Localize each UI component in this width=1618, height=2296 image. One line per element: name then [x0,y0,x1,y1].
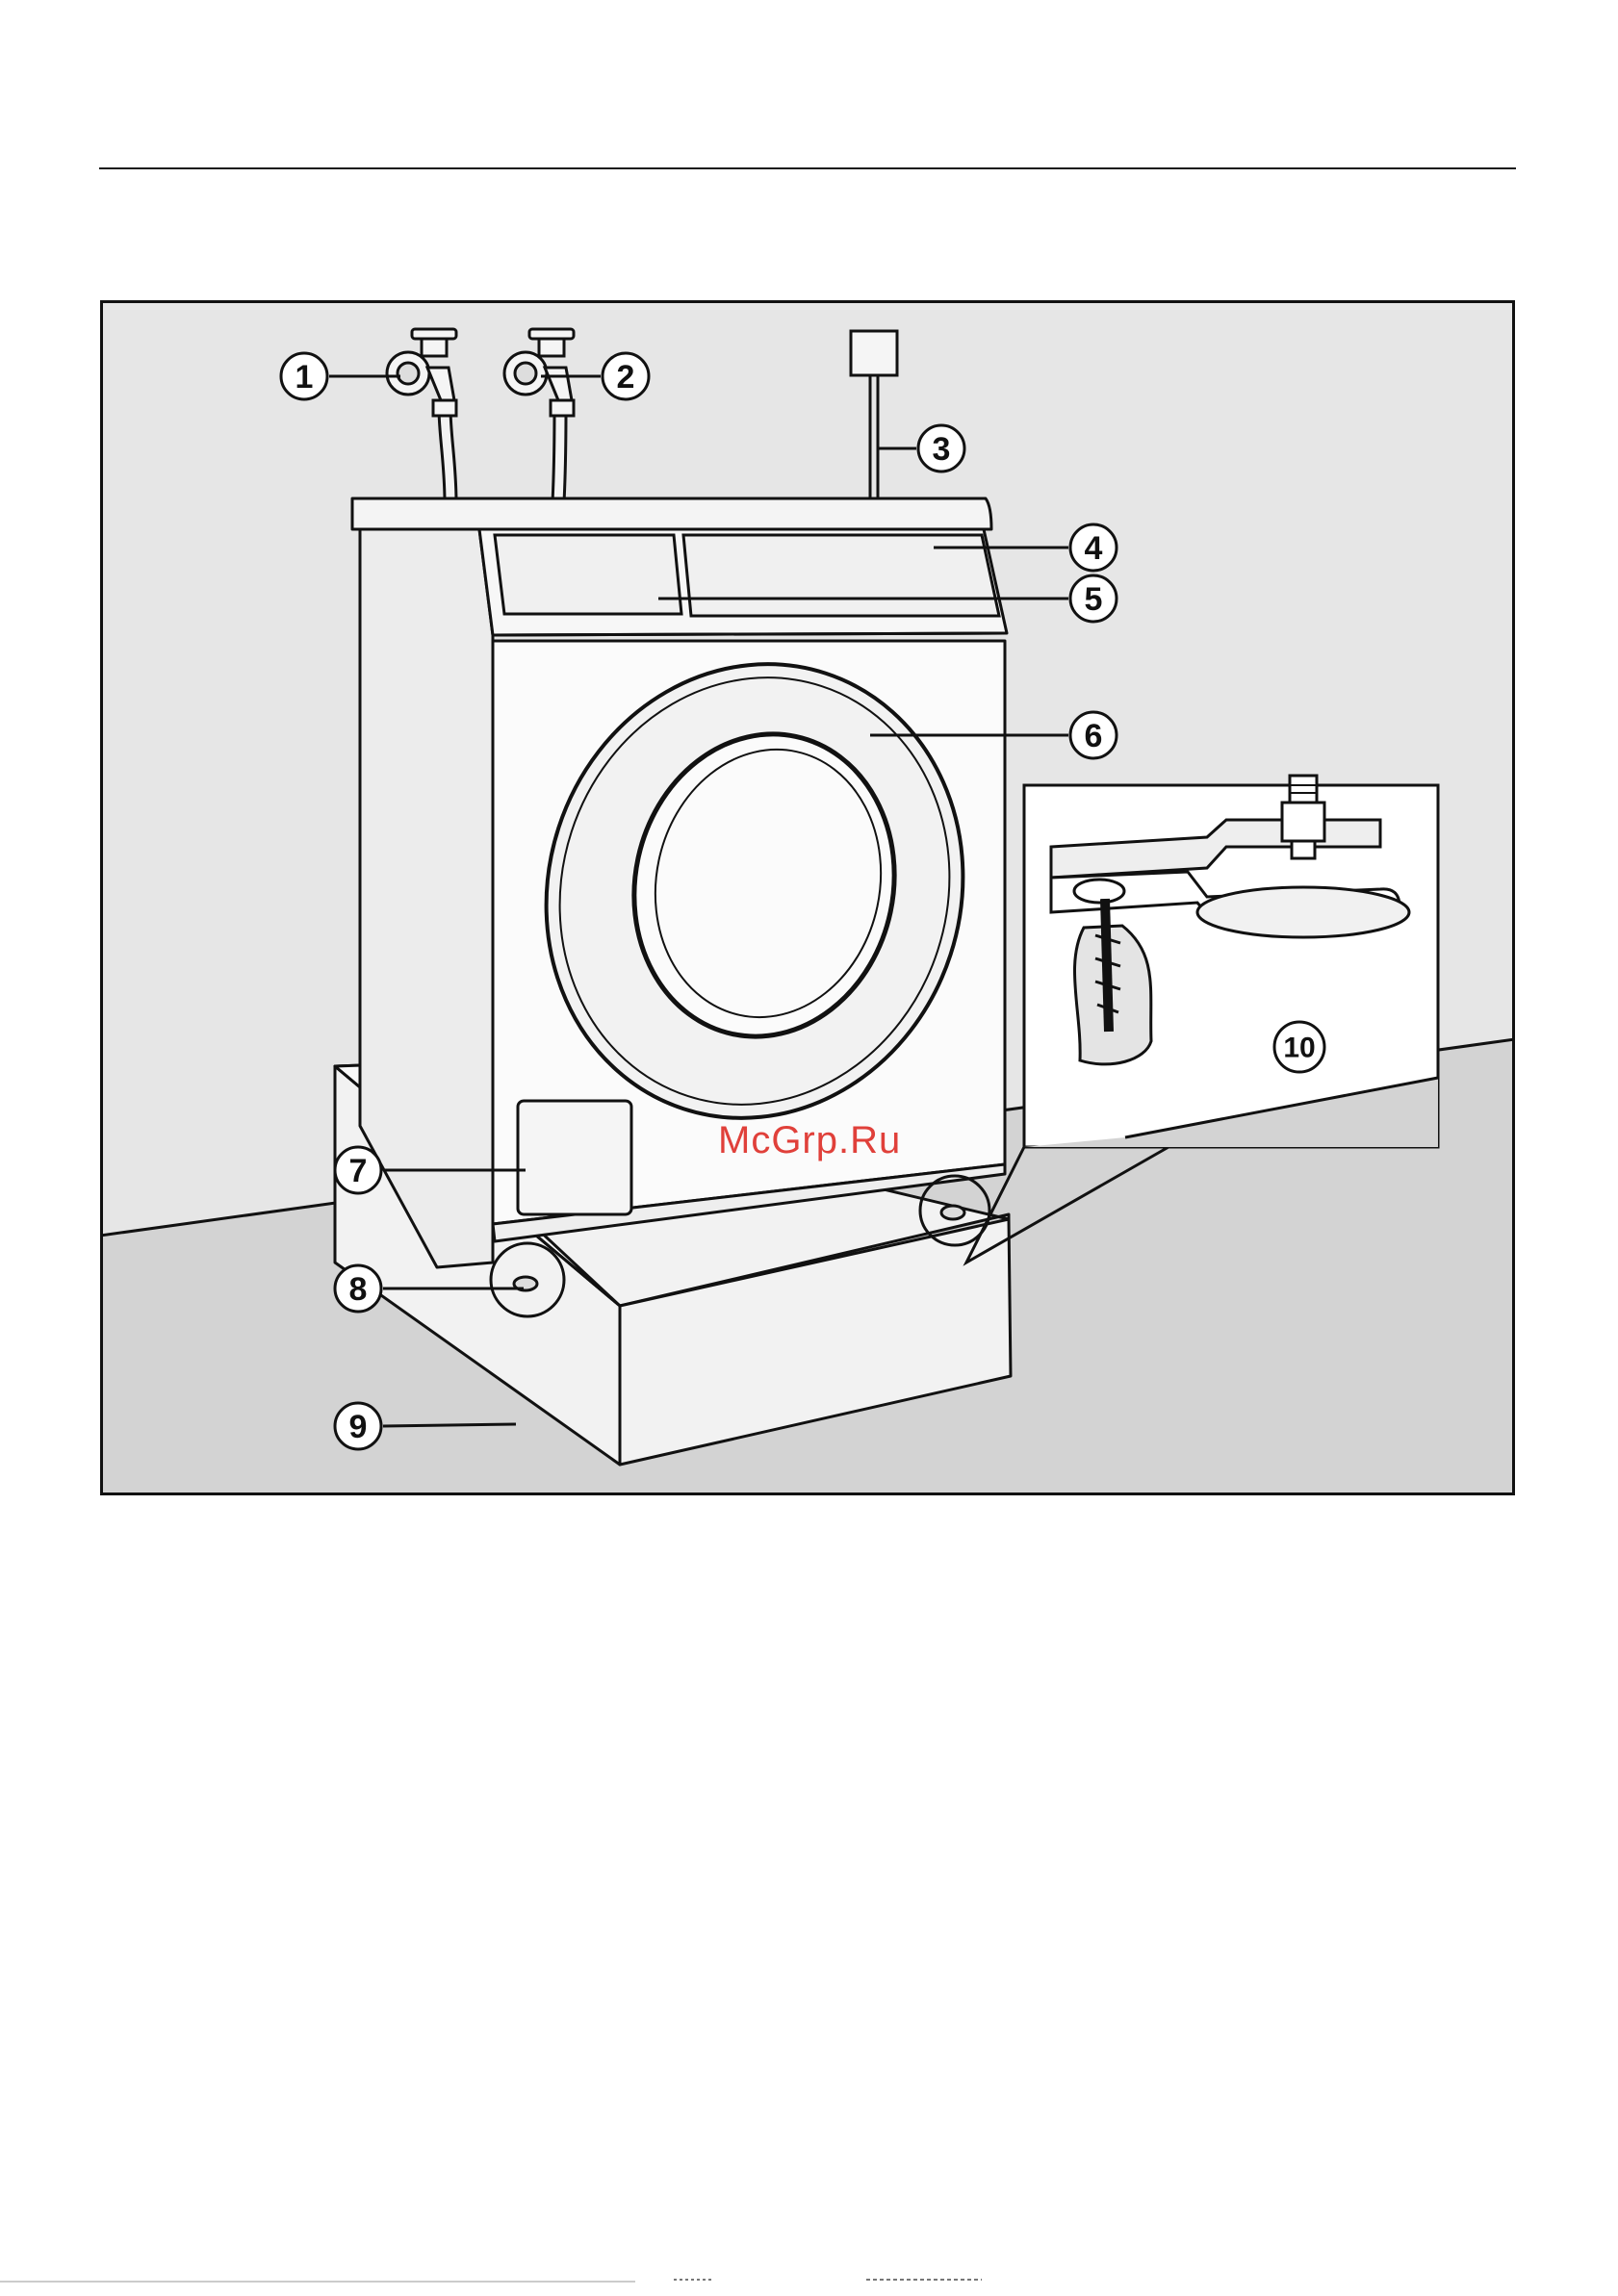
callout-10: 10 [1274,1022,1324,1072]
callout-1-label: 1 [295,359,314,395]
callout-9-label: 9 [349,1409,368,1445]
callout-7-label: 7 [349,1153,368,1189]
callout-2-label: 2 [617,359,635,395]
callout-1: 1 [281,353,327,399]
callout-5: 5 [1070,575,1117,622]
detergent-drawer [495,535,681,614]
callout-3: 3 [918,425,964,472]
watermark-text: McGrp.Ru [718,1119,901,1161]
callout-5-label: 5 [1085,581,1103,618]
callout-8-label: 8 [349,1271,368,1308]
callout-6-label: 6 [1085,718,1103,754]
callout-9: 9 [335,1403,381,1449]
page-footer-marks [0,2276,1618,2291]
callout-8: 8 [335,1265,381,1312]
callout-4-label: 4 [1085,530,1103,567]
washing-machine-installation-figure: 1 2 3 4 5 6 7 8 9 10 McGrp.Ru [100,300,1515,1495]
callout-10-label: 10 [1283,1033,1315,1064]
callout-4: 4 [1070,524,1117,571]
callout-6: 6 [1070,712,1117,758]
service-panel [518,1101,631,1214]
callout-2: 2 [603,353,649,399]
callout-3-label: 3 [933,431,951,468]
header-rule [99,167,1516,169]
callout-7: 7 [335,1147,381,1193]
